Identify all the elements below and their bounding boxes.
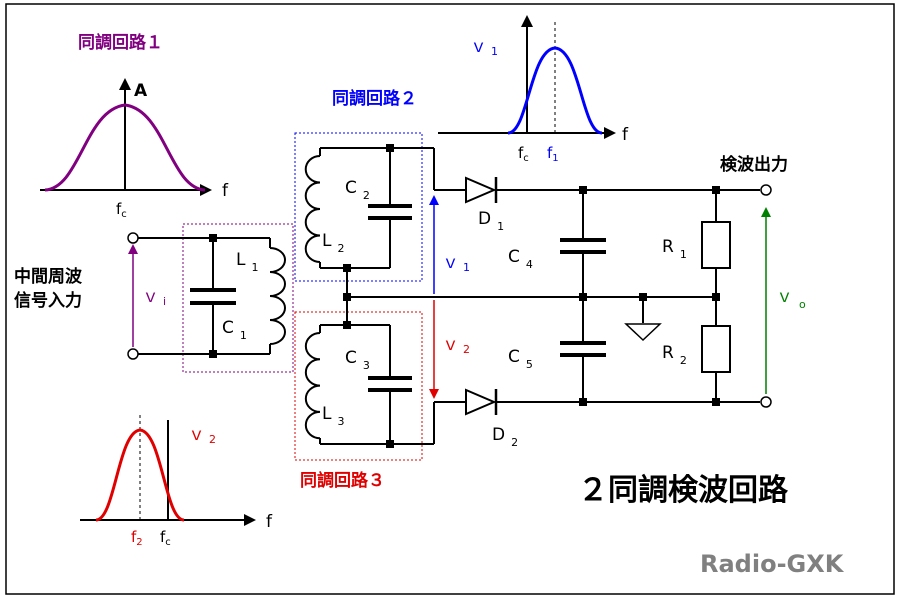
tune3-box	[294, 311, 423, 461]
v1-arrow-head	[429, 195, 439, 205]
C3-capacitor	[368, 376, 412, 392]
graph1-curve	[44, 103, 206, 192]
frame-border	[5, 3, 895, 595]
R2-resistor	[701, 325, 731, 373]
L2-coil	[304, 155, 321, 263]
graph3-tick-fc: fc	[160, 528, 171, 548]
graph-tune1: A f fc	[40, 78, 229, 220]
graph3-x-arrow	[244, 514, 256, 526]
tune1-wiring	[138, 237, 286, 355]
input-label-line1: 中間周波	[14, 266, 83, 287]
input-terminal-top	[127, 232, 139, 244]
graph2-x-label: f	[622, 125, 629, 145]
tune1-box	[182, 223, 294, 373]
C2-capacitor	[368, 204, 412, 220]
node-c1-bottom	[209, 350, 217, 358]
graph2-curve	[507, 46, 603, 135]
vi-arrow-head	[128, 244, 138, 254]
graph1-y-label: A	[134, 81, 148, 101]
node-center	[343, 293, 351, 301]
tune1-label: 同調回路１	[78, 32, 163, 53]
ground-symbol	[624, 323, 662, 342]
vo-arrow-head	[761, 207, 771, 217]
graph1-y-arrow	[119, 78, 131, 90]
graph2-x-arrow	[604, 127, 616, 139]
tune3-label: 同調回路３	[300, 470, 385, 491]
input-terminal-bottom	[127, 348, 139, 360]
output-terminal-top	[760, 184, 772, 196]
node-c3-bottom	[386, 440, 394, 448]
L1-coil	[269, 247, 286, 345]
graph1-tick-fc: fc	[116, 200, 127, 220]
C5-capacitor	[560, 341, 606, 357]
node-r2-bottom	[712, 398, 720, 406]
graph2-y-arrow	[521, 15, 533, 27]
input-label-line2: 信号入力	[14, 290, 82, 311]
node-c4-top	[579, 186, 587, 194]
C4-capacitor	[560, 238, 606, 254]
node-c2-top	[386, 144, 394, 152]
v2-arrow-head	[429, 389, 439, 399]
diagram-title: ２同調検波回路	[578, 473, 789, 508]
node-r1-top	[712, 186, 720, 194]
tune2-label: 同調回路２	[332, 88, 417, 109]
graph3-x-label: f	[266, 512, 273, 532]
L3-coil	[304, 332, 321, 440]
node-c1-top	[209, 234, 217, 242]
graph2-tick-fc: fc	[518, 144, 529, 164]
R1-resistor	[701, 221, 731, 269]
graph1-x-arrow	[200, 184, 212, 196]
graph3-curve	[95, 428, 185, 522]
graph3-tick-f2: f2	[131, 528, 143, 548]
tune2-box	[294, 132, 423, 282]
graph1-x-label: f	[222, 181, 229, 201]
graph2-tick-f1: f1	[547, 144, 559, 164]
node-c5-bottom	[579, 398, 587, 406]
C1-capacitor	[190, 288, 236, 305]
brand-label: Radio-GXK	[700, 550, 845, 578]
tune3-wiring	[304, 324, 466, 445]
output-label: 検波出力	[720, 154, 788, 175]
node-ground	[639, 293, 647, 301]
output-terminal-bottom	[760, 396, 772, 408]
tune2-wiring	[304, 147, 466, 269]
